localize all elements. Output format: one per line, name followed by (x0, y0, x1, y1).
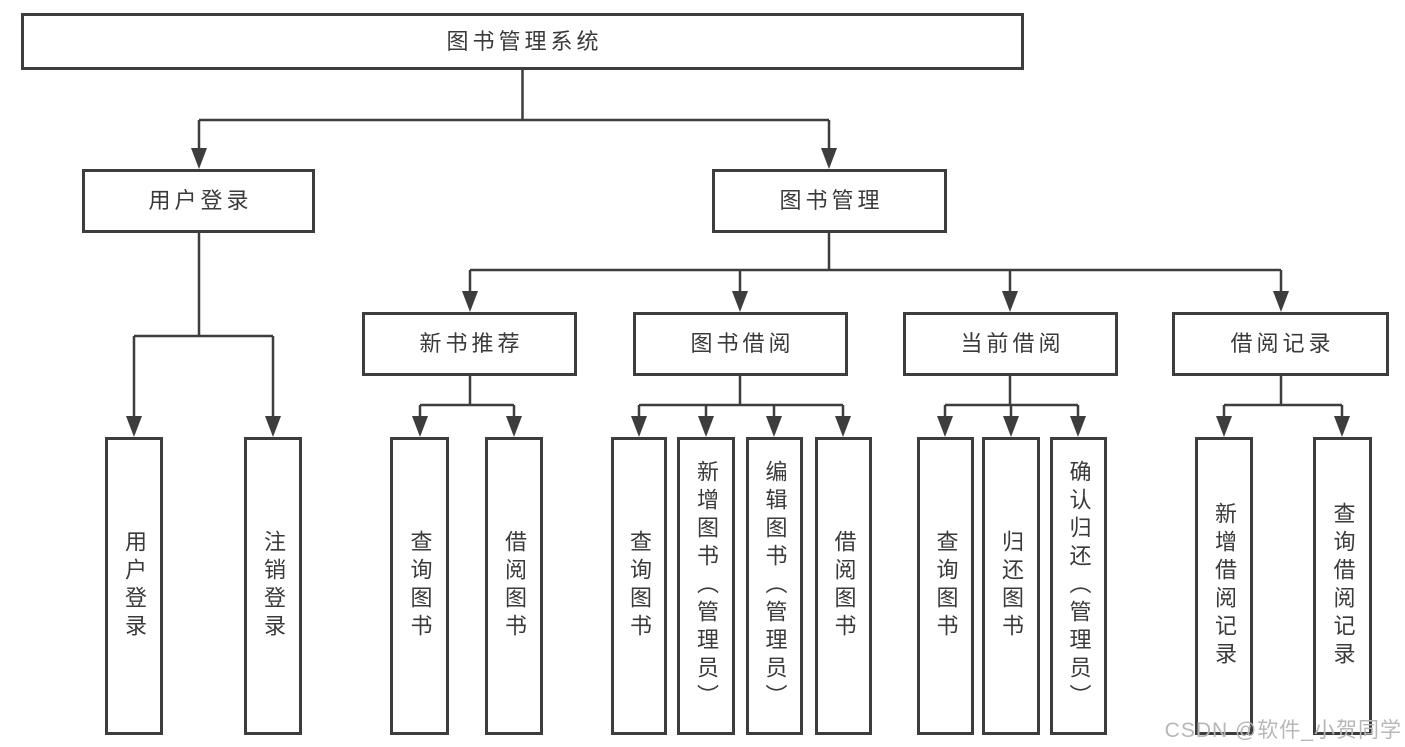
arrowhead (732, 291, 748, 312)
connector-borrowrecords-to-children (1222, 376, 1344, 420)
node-label: 归还图书 (999, 530, 1024, 642)
connector-bookborrow-to-children (637, 376, 845, 420)
node-library-management-system: 图书管理系统 (21, 13, 1024, 70)
arrowhead (506, 416, 522, 437)
node-user-login: 用户登录 (82, 169, 315, 233)
node-query-books: 查询图书 (611, 437, 667, 735)
node-book-management: 图书管理 (712, 169, 947, 233)
connector-root-to-level2 (197, 70, 831, 152)
node-label: 图书管理 (779, 188, 884, 213)
node-label: 用户登录 (148, 188, 253, 213)
node-label: 借阅记录 (1230, 331, 1335, 356)
arrowhead (1273, 291, 1289, 312)
node-logout-action: 注销登录 (244, 437, 302, 735)
node-query-books: 查询图书 (917, 437, 974, 735)
connector-newbookrec-to-children (418, 376, 516, 420)
node-label: 查询图书 (407, 530, 433, 642)
node-label: 图书借阅 (690, 331, 795, 356)
arrowhead (821, 148, 837, 169)
arrowhead (631, 416, 647, 437)
node-borrow-records: 借阅记录 (1172, 312, 1389, 376)
arrowhead (462, 291, 478, 312)
node-label: 新书推荐 (419, 331, 524, 356)
arrowhead (1334, 416, 1350, 437)
arrowhead (1003, 416, 1019, 437)
node-label: 编辑图书（管理员） (762, 460, 788, 712)
node-label: 当前借阅 (960, 331, 1065, 356)
arrowhead (766, 416, 782, 437)
node-label: 新增借阅记录 (1212, 502, 1237, 670)
node-label: 查询借阅记录 (1330, 502, 1356, 670)
connector-userlogin-to-children (132, 233, 275, 420)
arrowhead (126, 416, 142, 437)
arrowhead (698, 416, 714, 437)
node-current-borrow: 当前借阅 (903, 312, 1118, 376)
node-book-borrow: 图书借阅 (633, 312, 848, 376)
arrowhead (1070, 416, 1086, 437)
arrowhead (1216, 416, 1232, 437)
node-new-book-recommend: 新书推荐 (362, 312, 577, 376)
node-user-login-action: 用户登录 (105, 437, 163, 735)
node-label: 查询图书 (627, 530, 652, 642)
node-borrow-books: 借阅图书 (485, 437, 543, 735)
node-query-borrow-record: 查询借阅记录 (1313, 437, 1372, 735)
csdn-watermark: CSDN @软件_小贺同学 (1164, 719, 1402, 742)
node-label: 确认归还（管理员） (1066, 460, 1092, 712)
node-label: 注销登录 (261, 530, 286, 642)
arrowhead (937, 416, 953, 437)
node-label: 查询图书 (933, 530, 959, 642)
node-query-books: 查询图书 (390, 437, 449, 735)
arrowhead (835, 416, 851, 437)
arrowhead (191, 148, 207, 169)
node-add-books-admin: 新增图书（管理员） (677, 437, 735, 735)
node-label: 新增图书（管理员） (694, 460, 719, 712)
node-add-borrow-record: 新增借阅记录 (1195, 437, 1253, 735)
node-label: 用户登录 (122, 530, 147, 642)
arrowhead (1002, 291, 1018, 312)
node-return-books: 归还图书 (982, 437, 1040, 735)
connector-currentborrow-to-children (943, 376, 1080, 420)
arrowhead (412, 416, 428, 437)
node-label: 借阅图书 (831, 530, 857, 642)
node-label: 借阅图书 (502, 530, 527, 642)
node-borrow-books: 借阅图书 (815, 437, 872, 735)
connector-bookmgmt-to-level3 (468, 233, 1283, 295)
node-edit-books-admin: 编辑图书（管理员） (746, 437, 803, 735)
node-label: 图书管理系统 (446, 28, 603, 54)
arrowhead (265, 416, 281, 437)
node-confirm-return-admin: 确认归还（管理员） (1050, 437, 1107, 735)
